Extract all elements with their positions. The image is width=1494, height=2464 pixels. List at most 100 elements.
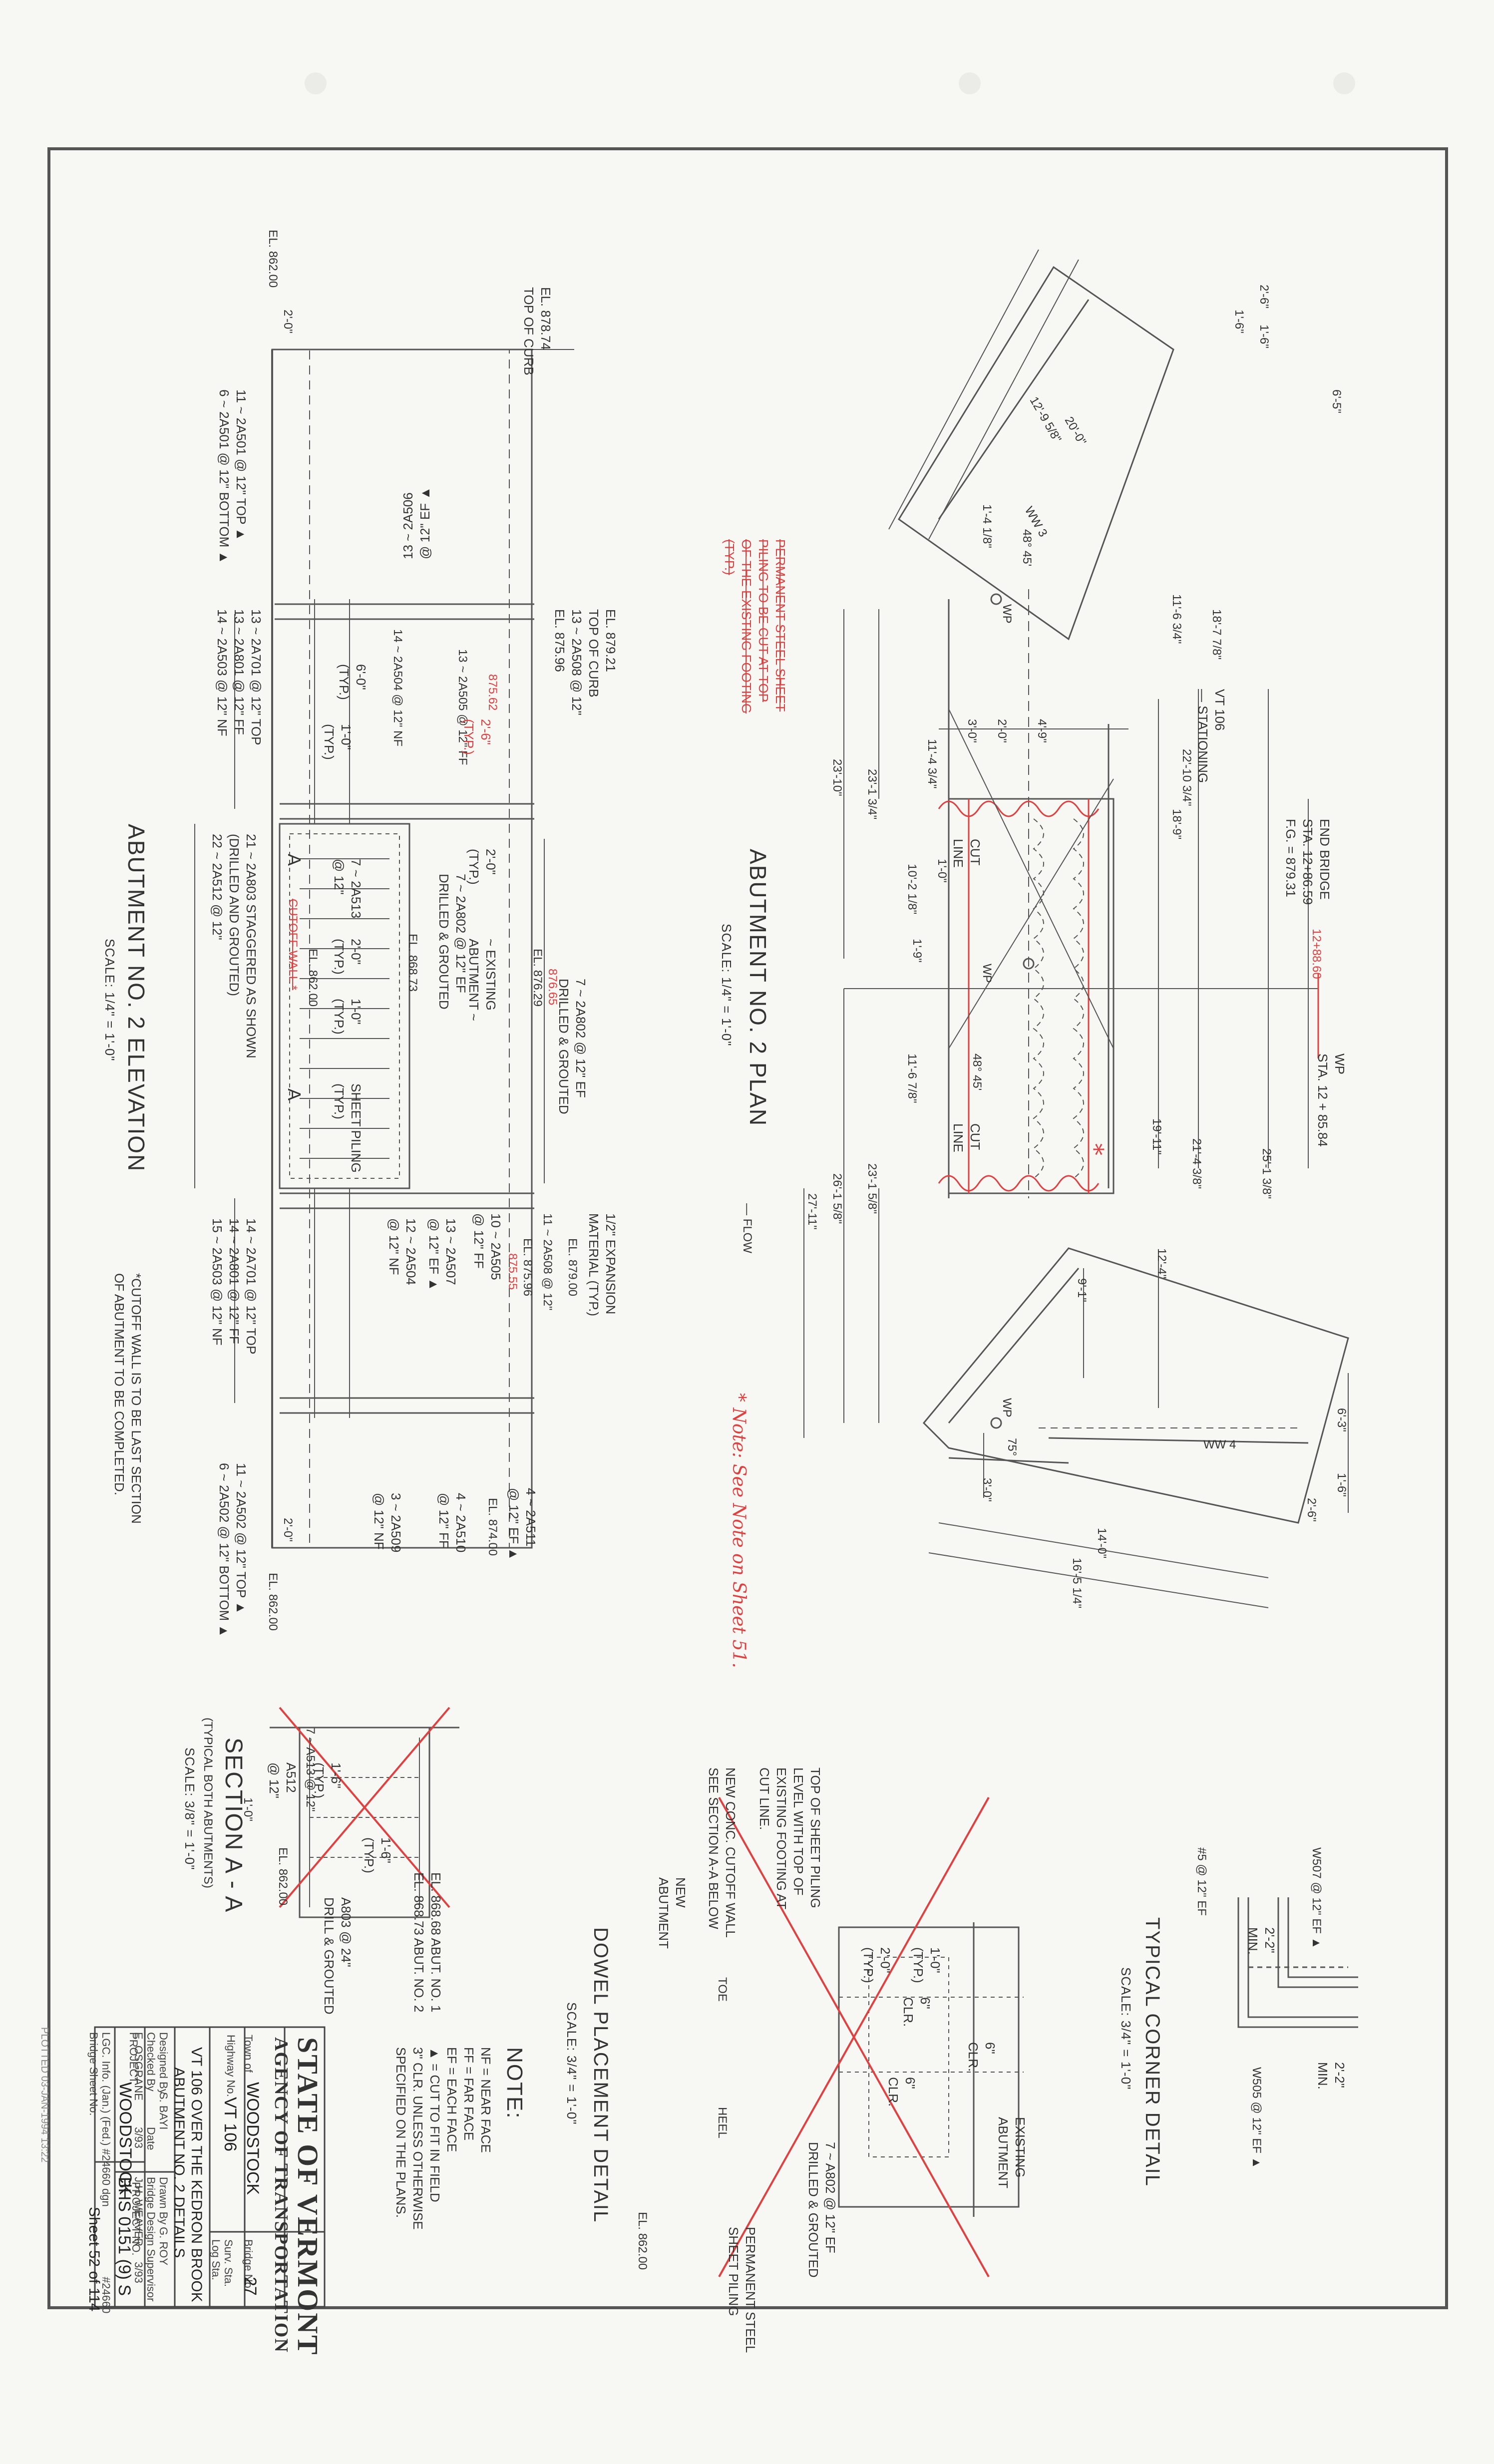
- plan-dim: 11'-6 3/4": [1170, 594, 1183, 644]
- plan-dim: 10'-2 1/8": [905, 864, 919, 915]
- elev-center-existing-abutment: ~ EXISTING ABUTMENT ~: [466, 939, 498, 1021]
- title-block-drawn: G. ROY: [157, 2227, 170, 2266]
- section-aa-lines: [270, 1707, 459, 1918]
- plan-dim: 11'-4 3/4": [925, 739, 939, 789]
- plan-dim: 3'-0": [980, 1478, 994, 1502]
- drawing-sheet-border: [47, 147, 1448, 2309]
- title-block-number: #24660: [100, 2277, 112, 2314]
- dowel-detail-title: DOWEL PLACEMENT DETAIL: [590, 1927, 612, 2223]
- punch-hole: [959, 72, 981, 94]
- plan-dim: 11'-6 7/8": [905, 1054, 919, 1103]
- corner-label-5: #5 @ 12" EF: [1195, 1847, 1208, 1916]
- elev-right-2a509: 3 ~ 2A509 @ 12" NF: [372, 1493, 403, 1553]
- elev-right-2ft: 2'-0": [281, 1518, 295, 1542]
- elev-center-2a802-right: 7 ~ 2A802 @ 12" EF DRILLED & GROUTED: [556, 979, 588, 1114]
- plan-wp-label-lower: WP: [1000, 1398, 1014, 1417]
- plan-dim: 12'-4": [1155, 1248, 1168, 1279]
- plan-dim: 2'-6": [1257, 285, 1271, 309]
- plan-dim: 6'-3": [1335, 1408, 1348, 1432]
- elevation-title: ABUTMENT NO. 2 ELEVATION: [123, 824, 149, 1172]
- elev-center-2a802-drill: 7 ~ 2A802 @ 12" EF DRILLED & GROUTED: [436, 874, 468, 1010]
- plan-dim: 23'-1 3/4": [865, 769, 879, 820]
- elev-center-1ft: 1'-0" (TYP.): [322, 724, 354, 760]
- dowel-detail-lines: [718, 1797, 1024, 2277]
- plan-view-lines: [803, 249, 1349, 1608]
- plan-dim: 16'-5 1/4": [1070, 1558, 1084, 1609]
- elev-center-2a504: 14 ~ 2A504 @ 12" NF: [391, 629, 404, 747]
- section-aa-scale: SCALE: 3/8" = 1'-0": [182, 1748, 197, 1870]
- title-block-log-sta-label: Log Sta.: [210, 2239, 222, 2280]
- elev-center-6ft: 6'-0" (TYP.): [337, 664, 369, 700]
- title-block-designed-label: Designed By: [157, 2032, 170, 2095]
- corner-label-min-2: 2'-2" MIN.: [1315, 2062, 1347, 2090]
- elevation-scale: SCALE: 1/4" = 1'-0": [102, 939, 117, 1061]
- elev-right-el-874: EL. 874.00: [486, 1498, 499, 1556]
- elev-center-el-862: EL. 862.00: [306, 949, 320, 1007]
- plotted-stamp: PLOTTED 03-JAN-1994 13:22: [39, 2027, 50, 2163]
- section-aa-a803: A803 @ 24" DRILL & GROUTED: [322, 1897, 354, 2015]
- plan-scale: SCALE: 1/4" = 1'-0": [719, 924, 734, 1047]
- plan-dim: 25'-1 3/8": [1260, 1148, 1273, 1199]
- plan-dim: 9'-1": [1075, 1278, 1089, 1302]
- title-block-agency-line1: STATE OF VERMONT: [292, 2037, 324, 2356]
- elev-right-red-875: 875.55: [506, 1253, 519, 1290]
- handwritten-note: * Note: See Note on Sheet 51.: [729, 1393, 749, 1668]
- plan-dim: 6'-5": [1330, 389, 1343, 413]
- section-aa-title: SECTION A - A: [220, 1738, 247, 1913]
- plan-dim: 18'-9": [1170, 809, 1183, 840]
- plan-dim: 18'-7 7/8": [1210, 609, 1223, 660]
- elev-center-top-of-curb: EL. 879.21 TOP OF CURB 13 ~ 2A508 @ 12" …: [552, 609, 618, 715]
- dowel-label-heel: HEEL: [716, 2107, 729, 2138]
- elev-right-2a505: 10 ~ 2A505 @ 12" FF: [471, 1213, 503, 1280]
- elev-right-2a511: 4 ~ 2A511 @ 12" EF ▲: [506, 1488, 538, 1561]
- title-block-project-label: PROJECT: [127, 2032, 140, 2084]
- plan-dim: 1'-0": [935, 859, 949, 883]
- elev-right-2a701: 14 ~ 2A701 @ 12" TOP 14 ~ 2A801 @ 12" FF…: [210, 1218, 259, 1355]
- elev-center-sheet-piling: SHEET PILING (TYP.): [332, 1083, 364, 1173]
- plan-title: ABUTMENT NO. 2 PLAN: [745, 849, 771, 1127]
- title-block-designed: S. BAYI: [157, 2092, 170, 2130]
- punch-hole: [1333, 72, 1355, 94]
- dowel-label-1ft: 1'-0" (TYP.): [911, 1947, 943, 1983]
- elev-right-el-879: EL. 879.00: [566, 1238, 579, 1297]
- plan-cut-line-label: CUT LINE: [951, 839, 983, 868]
- elev-label-2a506: 13 ~ 2A506 @ 12" EF ▲: [400, 486, 432, 559]
- plan-dim: 3'-0": [965, 719, 979, 743]
- plan-wp-label-center: WP: [980, 964, 994, 983]
- title-block-surv-sta-label: Surv. Sta.: [222, 2239, 235, 2287]
- elev-label-el-862-left: EL. 862.00: [266, 230, 280, 288]
- section-aa-1ft6: 1'-6" (TYP.): [312, 1762, 344, 1798]
- plan-stationing-label: VT 106 — STATIONING: [1195, 689, 1227, 783]
- dowel-label-el-862: EL. 862.00: [636, 2212, 649, 2270]
- title-block-checked-label: Checked By: [145, 2032, 157, 2092]
- elev-label-top-of-curb-left: EL. 878.74 TOP OF CURB: [521, 287, 553, 375]
- title-block-highway-label: Highway No.: [225, 2035, 237, 2097]
- plan-dim: 23'-10": [830, 759, 844, 796]
- elev-right-2a508: 11 ~ 2A508 @ 12": [541, 1213, 554, 1311]
- plan-wp-label: WP: [1000, 604, 1014, 624]
- plan-red-sheet-piling-note: PERMANENT STEEL SHEET PILING TO BE CUT A…: [722, 539, 788, 714]
- title-block-lines: [94, 2026, 326, 2308]
- elev-right-2a502: 11 ~ 2A502 @ 12" TOP ▲ 6 ~ 2A502 @ 12" B…: [217, 1463, 249, 1638]
- plan-dim: 1'-6": [1232, 310, 1246, 334]
- elev-center-1ft-typ: 1'-0" (TYP.): [332, 999, 364, 1035]
- elevation-view-lines: [194, 349, 574, 1549]
- plan-dim: 4'-9": [1035, 719, 1049, 743]
- elev-center-2a701: 13 ~ 2A701 @ 12" TOP 13 ~ 2A801 @ 12" FF…: [215, 609, 264, 745]
- elev-right-el-875: EL. 875.96: [521, 1238, 534, 1297]
- plan-angle-75: 75°: [1005, 1438, 1019, 1456]
- corner-label-w505: W505 @ 12" EF ▲: [1250, 2067, 1263, 2169]
- title-block-description-1: VT 106 OVER THE KEDRON BROOK: [188, 2047, 205, 2302]
- elev-center-2a513: 7 ~ 2A513 @ 12": [332, 859, 364, 919]
- plan-end-bridge-label: END BRIDGE STA. 12+86.59 F.G. = 879.31: [1283, 819, 1332, 905]
- elev-right-2a504: 12 ~ 2A504 @ 12" NF: [386, 1218, 418, 1285]
- dowel-label-a802: 7 ~ A802 @ 12" EF DRILLED & GROUTED: [806, 2142, 838, 2278]
- dowel-label-sheet-piling: PERMANENT STEEL SHEET PILING: [726, 2227, 758, 2353]
- plan-cut-line-label-2: CUT LINE: [951, 1123, 983, 1152]
- dowel-detail-scale: SCALE: 3/4" = 1'-0": [564, 2002, 579, 2125]
- plan-dim: 23'-1 5/8": [865, 1163, 879, 1214]
- plan-flow-arrow-label: — FLOW: [741, 1203, 754, 1253]
- dowel-label-top-of-piling: TOP OF SHEET PILING LEVEL WITH TOP OF EX…: [757, 1767, 823, 1910]
- title-block-sheet-label: Bridge Sheet No.: [87, 2032, 100, 2116]
